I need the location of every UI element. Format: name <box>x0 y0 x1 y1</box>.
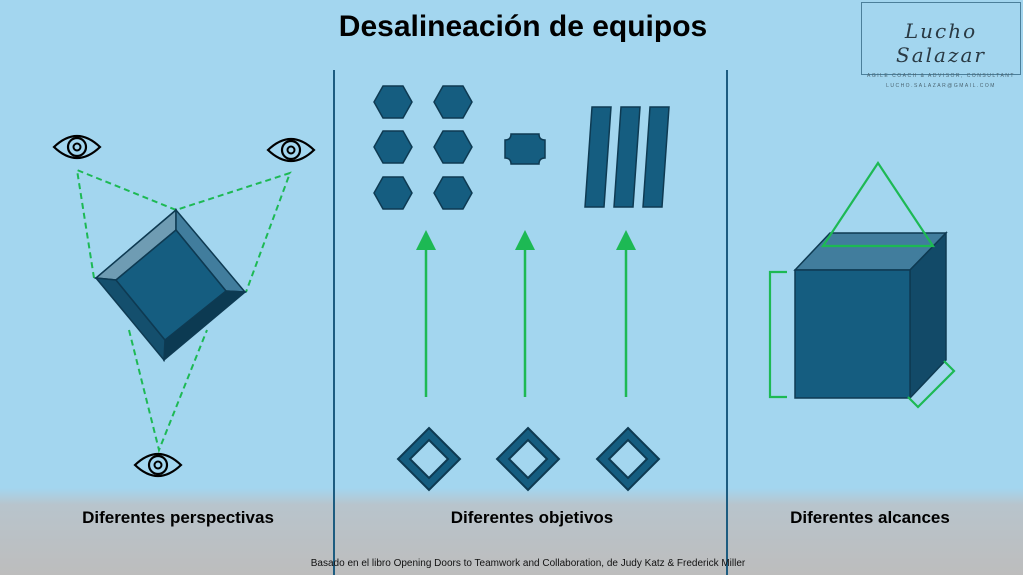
section-label-perspectives: Diferentes perspectivas <box>82 508 274 527</box>
perspective-sight-lines <box>75 168 292 454</box>
cube-icon <box>793 231 948 400</box>
plaque-shape-icon <box>504 133 546 165</box>
logo-subtitle: AGILE COACH & ADVISOR, CONSULTANT <box>867 73 1015 79</box>
beveled-cube-icon <box>94 207 247 362</box>
logo: Lucho Salazar AGILE COACH & ADVISOR, CON… <box>861 2 1021 89</box>
objective-arrows <box>416 230 636 397</box>
divider-left <box>333 70 335 575</box>
eye-icon <box>133 452 183 478</box>
section-label-scopes: Diferentes alcances <box>790 508 950 527</box>
diamond-icon <box>396 426 661 492</box>
logo-email: LUCHO.SALAZAR@GMAIL.COM <box>886 83 996 89</box>
section-label-objectives: Diferentes objetivos <box>450 508 614 527</box>
slide-title: Desalineación de equipos <box>338 10 708 43</box>
divider-right <box>726 70 728 575</box>
logo-name: Lucho Salazar <box>896 19 986 67</box>
hexagon-group-icon <box>373 85 473 210</box>
bars-icon <box>584 106 670 208</box>
source-citation: Basado en el libro Opening Doors to Team… <box>310 558 746 569</box>
eye-icon <box>266 137 316 163</box>
scope-brackets <box>768 161 956 409</box>
eye-icon <box>52 134 102 160</box>
